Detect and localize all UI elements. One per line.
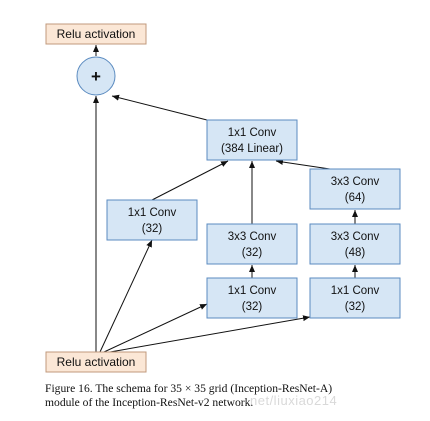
branch3-conv-3x3-48: 3x3 Conv (48) (309, 223, 401, 265)
branch3-3x3-64-subtitle: (64) (345, 192, 366, 204)
branch3-conv-1x1-32: 1x1 Conv (32) (309, 277, 401, 319)
relu-activation-top: Relu activation (45, 23, 147, 45)
branch2-1x1-subtitle: (32) (242, 301, 263, 313)
caption-line-1: Figure 16. The schema for 35 × 35 grid (… (45, 382, 333, 395)
branch1-conv-1x1-32: 1x1 Conv (32) (106, 199, 198, 241)
edge-relu-to-branch3 (109, 315, 311, 353)
sum-node: + (76, 56, 116, 96)
watermark: net/liuxiao214 (250, 393, 338, 408)
branch3-1x1-subtitle: (32) (345, 301, 366, 313)
edge-relu-to-branch2 (103, 303, 208, 353)
branch2-conv-1x1-32: 1x1 Conv (32) (206, 277, 298, 319)
branch2-3x3-title: 3x3 Conv (228, 231, 277, 243)
branch3-3x3-48-subtitle: (48) (345, 247, 366, 259)
relu-activation-bottom-label: Relu activation (57, 355, 136, 369)
figure-caption: Figure 16. The schema for 35 × 35 grid (… (45, 382, 425, 410)
connectors (93, 45, 358, 353)
branch3-3x3-64-title: 3x3 Conv (331, 176, 380, 188)
branch3-conv-3x3-64: 3x3 Conv (64) (309, 168, 401, 210)
relu-activation-bottom: Relu activation (45, 351, 147, 373)
edge-branch1-to-conv384 (151, 160, 229, 201)
caption-line-2: module of the Inception-ResNet-v2 networ… (45, 396, 254, 409)
edge-conv384-to-sum (111, 94, 208, 121)
branch3-1x1-title: 1x1 Conv (331, 285, 380, 297)
plus-icon: + (91, 67, 101, 86)
conv-384-subtitle: (384 Linear) (221, 143, 283, 155)
branch1-conv-subtitle: (32) (142, 223, 163, 235)
branch1-conv-title: 1x1 Conv (128, 207, 177, 219)
branch2-conv-3x3-32: 3x3 Conv (32) (206, 223, 298, 265)
conv-1x1-384-linear: 1x1 Conv (384 Linear) (206, 119, 298, 161)
branch2-1x1-title: 1x1 Conv (228, 285, 277, 297)
conv-384-title: 1x1 Conv (228, 127, 277, 139)
edge-relu-to-branch1 (99, 239, 153, 353)
edge-branch3-to-conv384 (275, 159, 331, 170)
relu-activation-top-label: Relu activation (57, 27, 136, 41)
branch2-3x3-subtitle: (32) (242, 247, 263, 259)
branch3-3x3-48-title: 3x3 Conv (331, 231, 380, 243)
